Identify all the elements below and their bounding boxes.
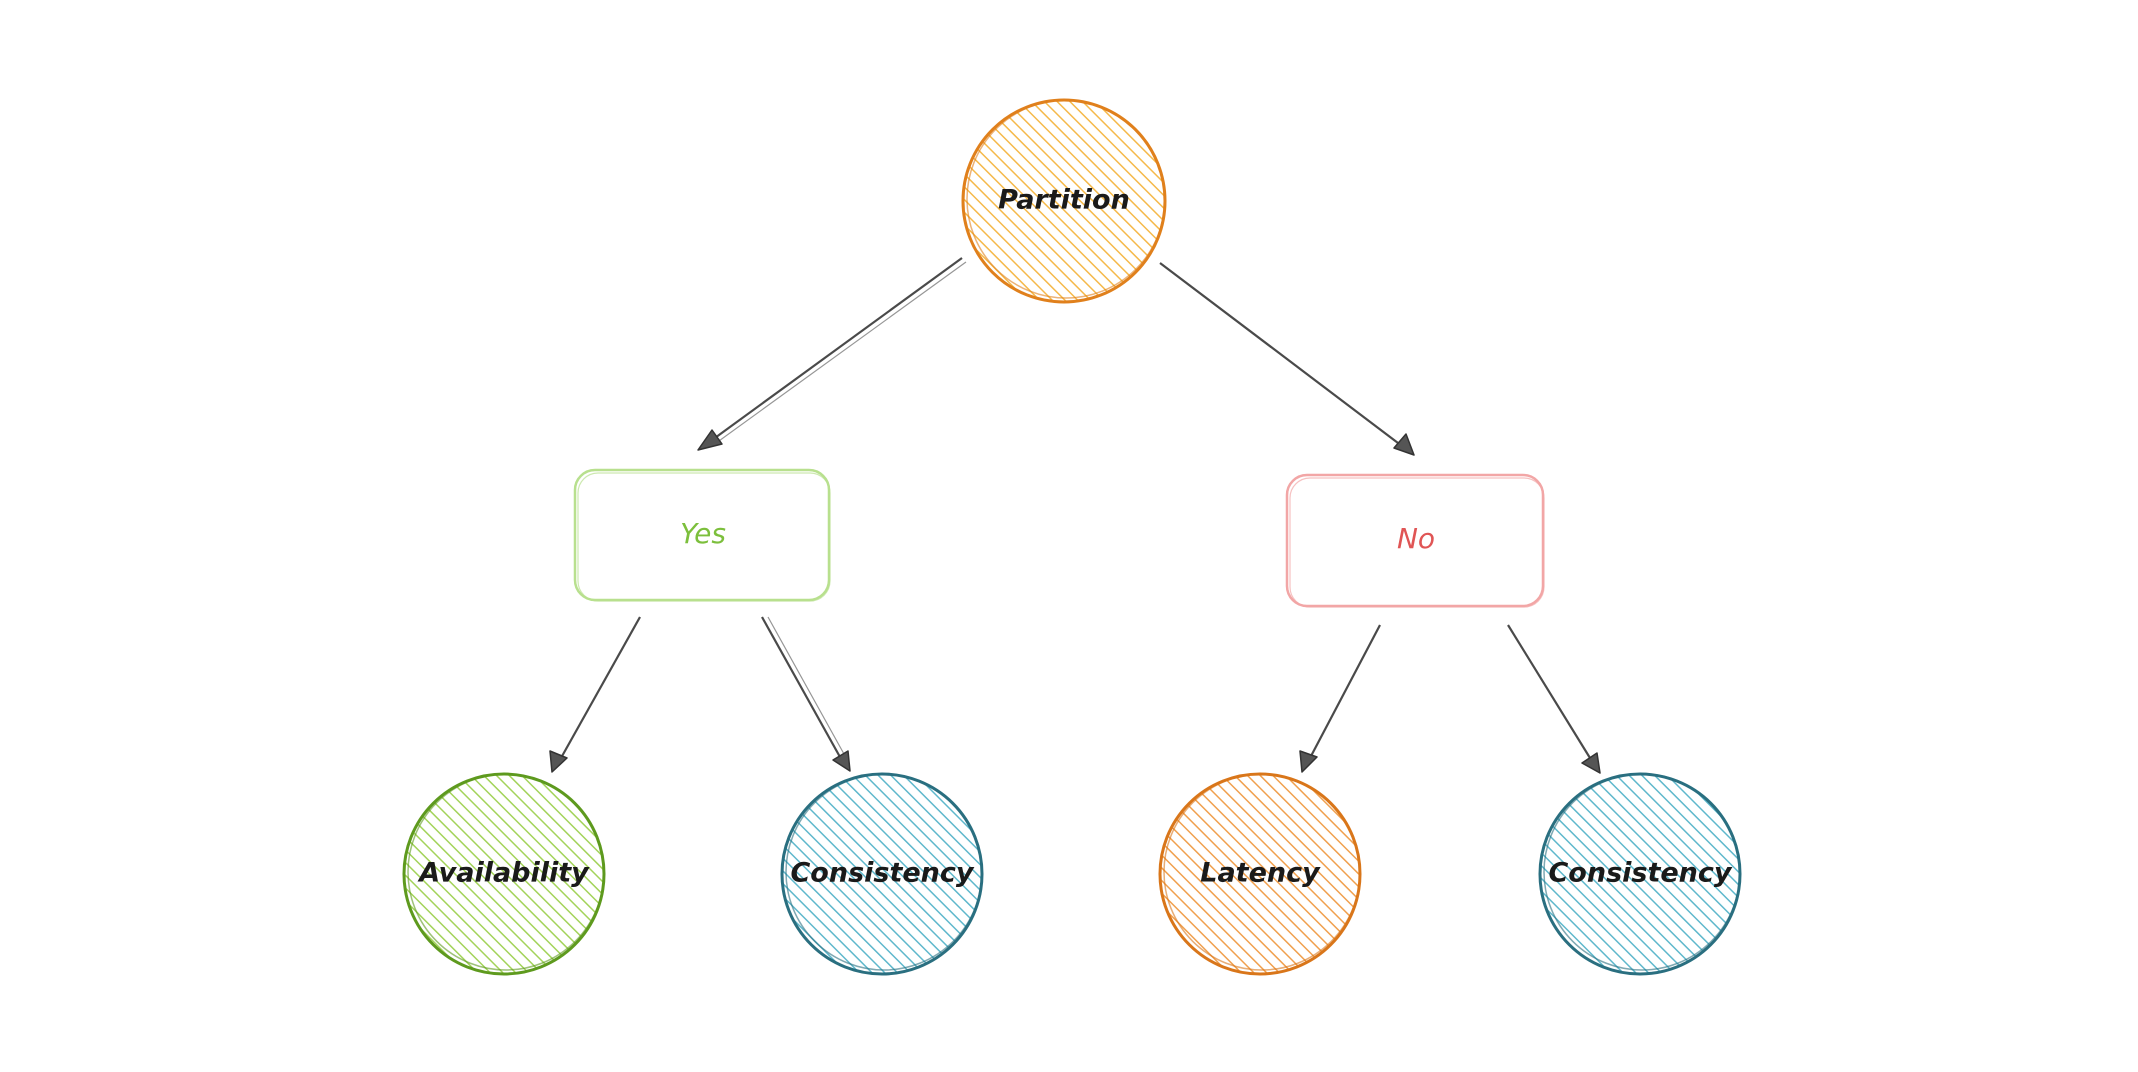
availability-node-outline-sketch xyxy=(407,773,605,971)
consistency-node-yes[interactable]: Consistency xyxy=(780,772,984,976)
no-box-outline-sketch xyxy=(1289,477,1545,608)
edge-no-to-consistency xyxy=(1507,624,1601,774)
availability-node-label: Availability xyxy=(417,858,590,889)
edge-yes-to-consistency xyxy=(761,616,851,772)
consistency-yes-node-label: Consistency xyxy=(790,858,974,889)
edge-yes-to-availability xyxy=(549,616,641,773)
consistency-no-node-label: Consistency xyxy=(1548,858,1732,889)
edge-root-to-yes xyxy=(697,257,967,451)
edge-no-to-latency xyxy=(1299,624,1381,773)
consistency-yes-node-fill xyxy=(782,774,982,974)
root-node[interactable]: Partition xyxy=(961,98,1167,304)
consistency-yes-node-outline-sketch xyxy=(785,773,983,971)
no-box-outline xyxy=(1285,473,1545,608)
yes-box-outline xyxy=(573,468,831,602)
no-branch-box[interactable]: No xyxy=(1285,473,1545,608)
consistency-no-node-outline-sketch xyxy=(1543,773,1741,971)
latency-node-outline-sketch xyxy=(1163,773,1361,971)
consistency-node-no[interactable]: Consistency xyxy=(1538,772,1742,976)
latency-node-label: Latency xyxy=(1200,858,1321,889)
availability-node[interactable]: Availability xyxy=(402,772,606,976)
root-node-fill xyxy=(963,100,1165,302)
availability-node-fill xyxy=(404,774,604,974)
yes-box-outline-sketch xyxy=(577,472,831,602)
no-box-label: No xyxy=(1397,522,1435,555)
yes-box-label: Yes xyxy=(680,517,726,550)
root-node-label: Partition xyxy=(998,185,1130,216)
edge-root-to-no xyxy=(1159,262,1415,456)
latency-node-fill xyxy=(1160,774,1360,974)
consistency-no-node-fill xyxy=(1540,774,1740,974)
latency-node[interactable]: Latency xyxy=(1158,772,1362,976)
root-node-outline-sketch xyxy=(966,99,1166,299)
yes-branch-box[interactable]: Yes xyxy=(573,468,831,602)
